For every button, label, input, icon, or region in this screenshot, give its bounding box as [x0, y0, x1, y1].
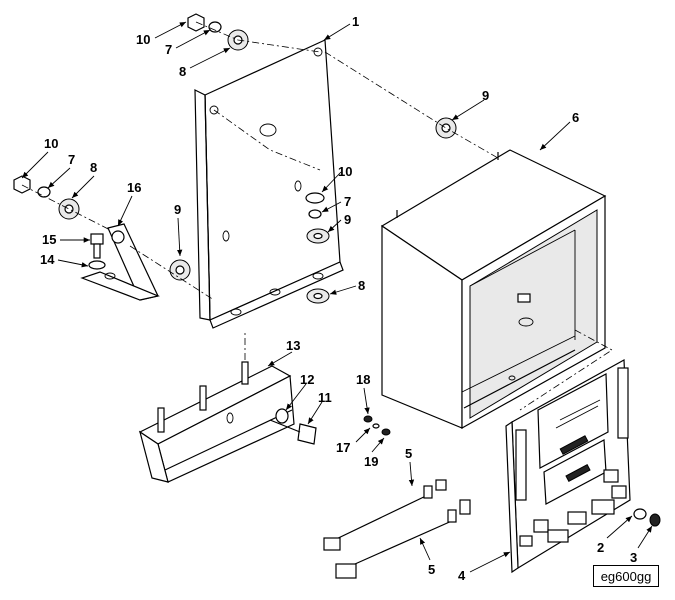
circuit-board-assembly	[505, 359, 631, 574]
callout-7-left: 7	[68, 152, 75, 167]
channel-rail	[138, 330, 295, 483]
callout-12: 12	[300, 372, 314, 387]
screw-and-washer	[88, 233, 106, 270]
callout-5-lower: 5	[428, 562, 435, 577]
callout-16: 16	[127, 180, 141, 195]
hardware-stack-right	[305, 192, 330, 304]
hardware-stack-left	[13, 175, 119, 235]
figure-id-label: eg600gg	[593, 565, 659, 587]
grommet-and-nut	[633, 508, 661, 527]
callout-7-top: 7	[165, 42, 172, 57]
callout-17: 17	[336, 440, 350, 455]
callout-14: 14	[40, 252, 55, 267]
callout-19: 19	[364, 454, 378, 469]
callout-15: 15	[42, 232, 56, 247]
angle-bracket	[80, 223, 160, 301]
callout-3: 3	[630, 550, 637, 565]
callout-6: 6	[572, 110, 579, 125]
callout-5-upper: 5	[405, 446, 412, 461]
callout-2: 2	[597, 540, 604, 555]
callout-9-box: 9	[482, 88, 489, 103]
enclosure-box	[380, 149, 613, 430]
callout-11: 11	[318, 390, 332, 405]
cable-harness	[323, 479, 471, 579]
lock-washer-left	[129, 245, 215, 301]
callout-8-top: 8	[179, 64, 186, 79]
callout-10-top: 10	[136, 32, 150, 47]
callout-8-right: 8	[358, 278, 365, 293]
callout-18: 18	[356, 372, 370, 387]
washer-and-screw	[269, 408, 317, 445]
small-screws	[363, 415, 391, 436]
callout-10-right: 10	[338, 164, 352, 179]
callout-9-right: 9	[344, 212, 351, 227]
callout-4: 4	[458, 568, 466, 583]
callout-8-left: 8	[90, 160, 97, 175]
callout-13: 13	[286, 338, 300, 353]
callout-1: 1	[352, 14, 359, 29]
callout-7-right: 7	[344, 194, 351, 209]
callout-10-left: 10	[44, 136, 58, 151]
leader-lines	[21, 21, 653, 573]
hardware-stack-top	[187, 13, 321, 53]
lock-washer-box	[324, 51, 499, 159]
callout-9-left: 9	[174, 202, 181, 217]
mounting-plate	[194, 39, 344, 329]
